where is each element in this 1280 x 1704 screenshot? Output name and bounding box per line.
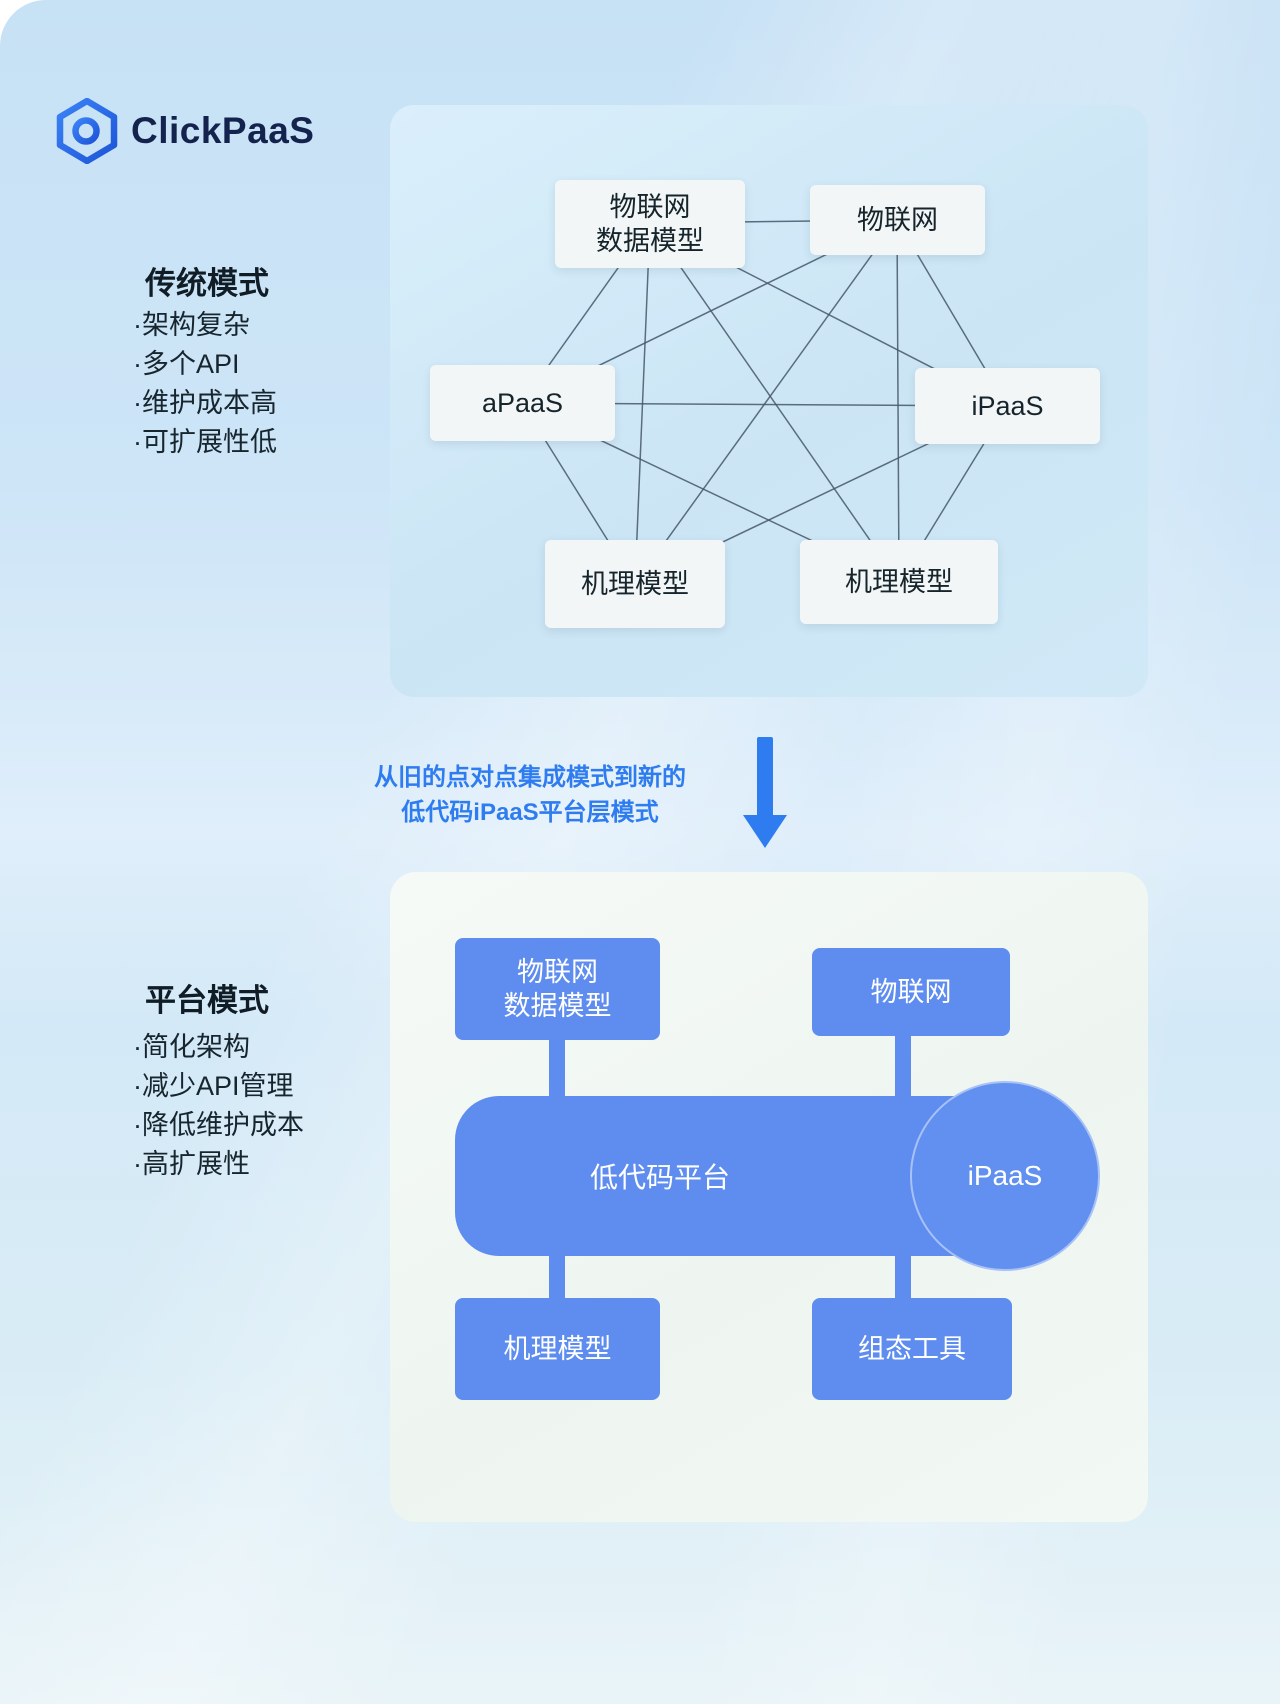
clickpaas-logo-icon xyxy=(56,98,118,164)
platform-bullet: ·高扩展性 xyxy=(133,1149,250,1179)
traditional-bullet: ·维护成本高 xyxy=(133,388,277,418)
connector-top-left xyxy=(549,1038,565,1100)
node-configuration-tool: 组态工具 xyxy=(812,1298,1012,1400)
transition-caption-line2: 低代码iPaaS平台层模式 xyxy=(401,799,659,826)
brand-logo: ClickPaaS xyxy=(56,98,314,164)
node-mechanism-model: 机理模型 xyxy=(455,1298,660,1400)
platform-bullet: ·减少API管理 xyxy=(133,1071,294,1101)
node-apaas: aPaaS xyxy=(430,365,615,441)
traditional-bullets: ·架构复杂 ·多个API ·维护成本高 ·可扩展性低 xyxy=(133,306,277,462)
platform-bullet: ·简化架构 xyxy=(133,1032,250,1062)
connector-top-right xyxy=(895,1034,911,1100)
connector-bottom-left xyxy=(549,1254,565,1302)
transition-caption: 从旧的点对点集成模式到新的 低代码iPaaS平台层模式 xyxy=(318,760,742,830)
brand-name: ClickPaaS xyxy=(131,110,315,151)
node-iot: 物联网 xyxy=(812,948,1010,1036)
traditional-bullet: ·多个API xyxy=(133,349,240,379)
platform-title: 平台模式 xyxy=(145,983,269,1018)
node-iot-data-model: 物联网 数据模型 xyxy=(555,180,745,268)
platform-bullets: ·简化架构 ·减少API管理 ·降低维护成本 ·高扩展性 xyxy=(133,1028,304,1184)
node-iot-data-model: 物联网 数据模型 xyxy=(455,938,660,1040)
node-ipaas: iPaaS xyxy=(915,368,1100,444)
node-mechanism-model-left: 机理模型 xyxy=(545,540,725,628)
traditional-title: 传统模式 xyxy=(145,266,269,301)
ipaas-circle: iPaaS xyxy=(910,1081,1100,1271)
traditional-bullet: ·架构复杂 xyxy=(133,310,250,340)
node-mechanism-model-right: 机理模型 xyxy=(800,540,998,624)
transition-caption-line1: 从旧的点对点集成模式到新的 xyxy=(374,764,686,791)
traditional-bullet: ·可扩展性低 xyxy=(133,427,277,457)
node-iot: 物联网 xyxy=(810,185,985,255)
platform-diagram-panel: 物联网 数据模型 物联网 低代码平台 iPaaS 机理模型 组态工具 xyxy=(390,872,1148,1522)
traditional-diagram-panel: 物联网 数据模型 物联网 aPaaS iPaaS 机理模型 机理模型 xyxy=(390,105,1148,697)
connector-bottom-right xyxy=(895,1254,911,1302)
platform-bullet: ·降低维护成本 xyxy=(133,1110,304,1140)
